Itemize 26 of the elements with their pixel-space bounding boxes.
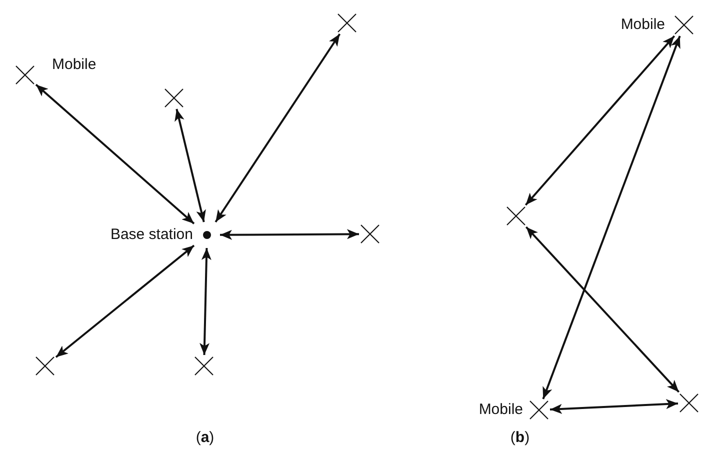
double-arrow — [524, 35, 676, 206]
panel-label: (a) — [196, 429, 214, 447]
mobile-node — [528, 399, 550, 421]
double-arrow — [174, 108, 206, 222]
mobile-node — [163, 87, 185, 109]
node-caption: Base station — [110, 226, 193, 244]
double-arrow — [542, 36, 681, 400]
mobile-node — [505, 205, 527, 227]
mobile-node — [359, 223, 381, 245]
double-arrow — [55, 244, 195, 358]
mobile-node — [336, 12, 358, 34]
mobile-node — [34, 355, 56, 377]
node-caption: Mobile — [478, 401, 523, 419]
double-arrow — [550, 399, 678, 414]
double-arrow — [200, 248, 212, 356]
double-arrow — [525, 226, 680, 393]
mobile-node — [673, 14, 695, 36]
double-arrow — [35, 84, 195, 224]
node-caption: Mobile — [52, 56, 96, 74]
double-arrow — [214, 33, 341, 223]
mobile-node — [14, 64, 36, 86]
double-arrow — [220, 229, 359, 240]
panel-label: (b) — [510, 429, 530, 447]
mobile-node — [193, 355, 215, 377]
node-caption: Mobile — [620, 16, 665, 34]
mobile-node — [678, 392, 700, 414]
